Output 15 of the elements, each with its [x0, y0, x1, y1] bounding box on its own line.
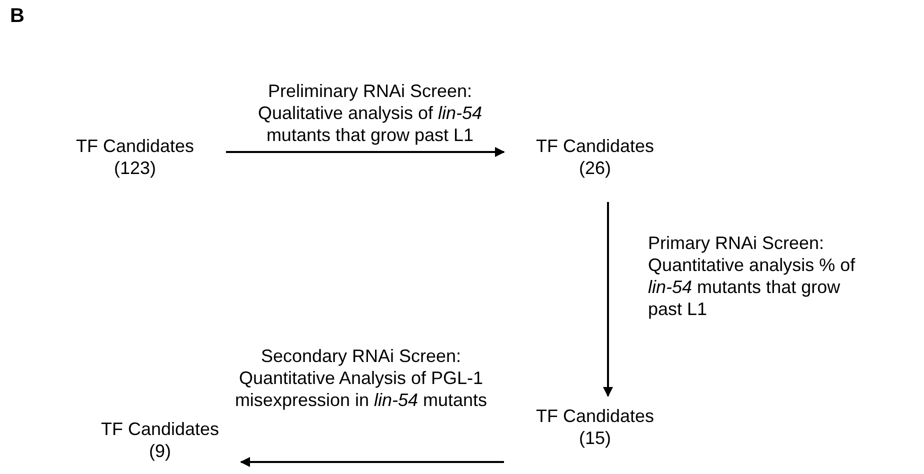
- node-title: TF Candidates: [76, 135, 194, 157]
- arrow: [226, 147, 505, 157]
- edge-label: Primary RNAi Screen: Quantitative analysis % of lin-54 mutants that grow past L1: [648, 232, 856, 320]
- edge-label: Secondary RNAi Screen: Quantitative Analysis of PGL-1 misexpression in lin-54 mutants: [234, 345, 488, 411]
- candidate-count: (15): [578, 427, 611, 449]
- candidate-count: (26): [578, 157, 611, 179]
- arrow: [603, 202, 613, 397]
- node-title: TF Candidates: [536, 405, 654, 427]
- node-title: TF Candidates: [100, 418, 220, 440]
- panel-letter: B: [10, 6, 24, 26]
- arrow: [240, 457, 504, 467]
- edge-label: Preliminary RNAi Screen: Qualitative analysis of lin-54 mutants that grow past L1: [256, 80, 484, 146]
- node-title: TF Candidates: [536, 135, 654, 157]
- candidate-count: (123): [114, 157, 156, 179]
- candidate-count: (9): [149, 440, 171, 462]
